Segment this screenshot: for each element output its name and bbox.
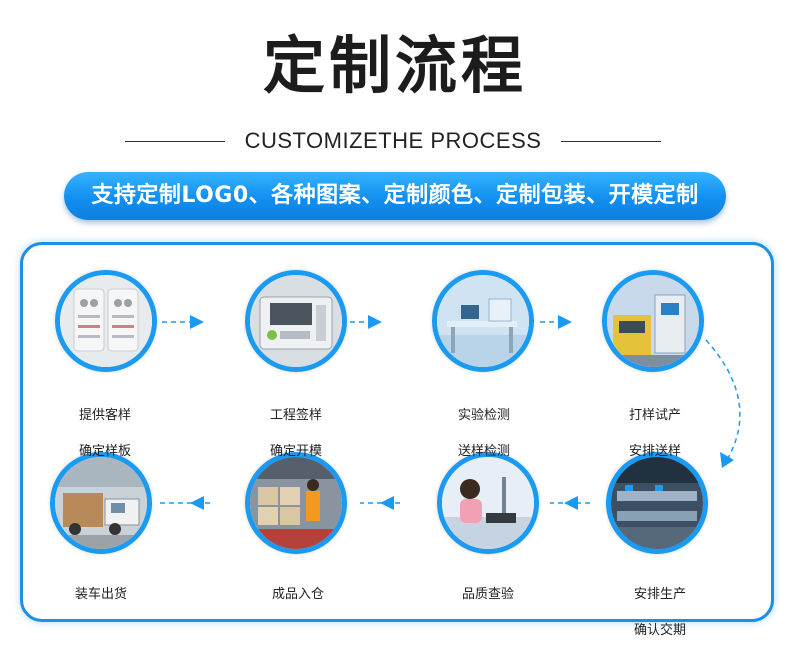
step-image-warehouse bbox=[245, 452, 347, 554]
divider-line bbox=[125, 141, 225, 142]
divider-line bbox=[561, 141, 661, 142]
arrow-left-icon bbox=[564, 496, 578, 510]
step-label-line: 提供客样 bbox=[78, 408, 131, 423]
step-label: 品质查验 bbox=[428, 568, 548, 622]
step-label: 成品入仓 bbox=[238, 568, 358, 622]
step-label: 装车出货 bbox=[41, 568, 161, 622]
step-label: 安排生产 确认交期 bbox=[600, 568, 720, 658]
step-label-line: 工程签样 bbox=[269, 408, 322, 423]
step-label-line: 装车出货 bbox=[74, 587, 127, 602]
step-label-line: 安排送样 bbox=[628, 444, 681, 459]
step-image-quality-inspection bbox=[437, 452, 539, 554]
step-image-sample-remote bbox=[55, 270, 157, 372]
step-label-line: 成品入仓 bbox=[271, 587, 324, 602]
step-label-line: 确定样板 bbox=[78, 444, 131, 459]
step-label-line: 打样试产 bbox=[628, 408, 681, 423]
step-label: 提供客样 确定样板 bbox=[45, 389, 165, 479]
arrow-down-icon bbox=[720, 452, 734, 468]
arrow-left-icon bbox=[380, 496, 394, 510]
step-image-engineering-machine bbox=[245, 270, 347, 372]
step-image-truck-loading bbox=[50, 452, 152, 554]
step-image-testing-lab bbox=[432, 270, 534, 372]
subtitle: CUSTOMIZETHE PROCESS bbox=[244, 128, 542, 153]
step-label-line: 实验检测 bbox=[457, 408, 510, 423]
step-label: 实验检测 送样检测 bbox=[424, 389, 544, 479]
arrow-right-icon bbox=[190, 315, 204, 329]
customization-banner: 支持定制LOG0、各种图案、定制颜色、定制包装、开模定制 bbox=[64, 172, 726, 220]
step-label: 工程签样 确定开模 bbox=[236, 389, 356, 479]
arrow-right-icon bbox=[558, 315, 572, 329]
step-label-line: 送样检测 bbox=[457, 444, 510, 459]
step-image-production-line bbox=[606, 452, 708, 554]
step-label: 打样试产 安排送样 bbox=[595, 389, 715, 479]
step-label-line: 品质查验 bbox=[461, 587, 514, 602]
arrow-right-icon bbox=[368, 315, 382, 329]
step-image-trial-production bbox=[602, 270, 704, 372]
step-label-line: 安排生产 bbox=[633, 587, 686, 602]
arrow-left-icon bbox=[190, 496, 204, 510]
step-label-line: 确认交期 bbox=[633, 623, 686, 638]
subtitle-row: CUSTOMIZETHE PROCESS bbox=[0, 128, 790, 154]
page-title: 定制流程 bbox=[262, 29, 527, 102]
step-label-line: 确定开模 bbox=[269, 444, 322, 459]
